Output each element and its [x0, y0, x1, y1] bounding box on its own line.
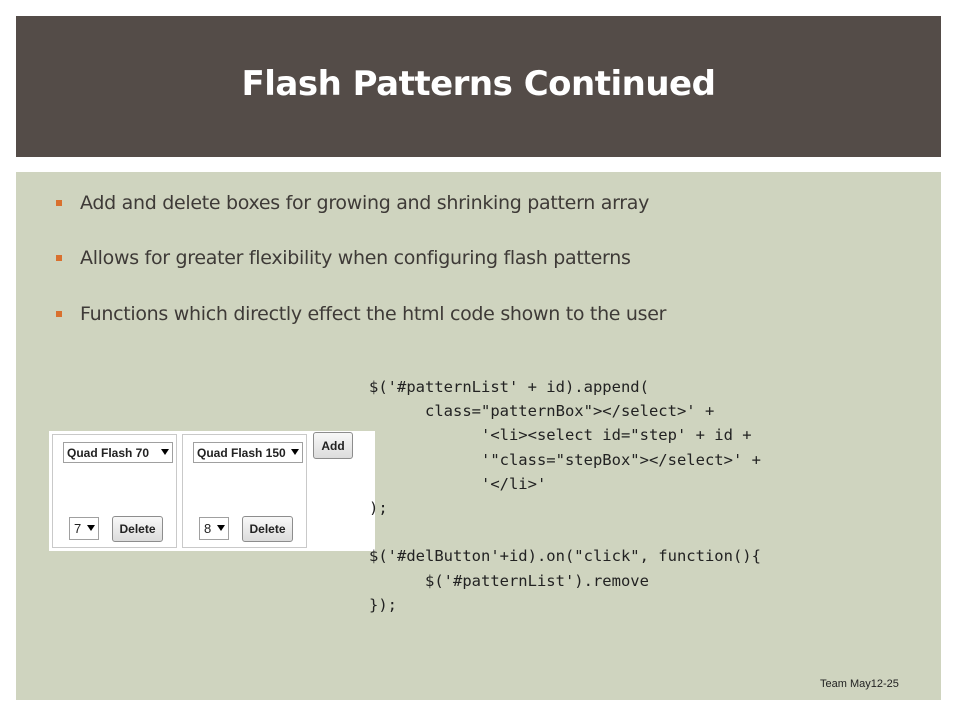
- bullet-item: Functions which directly effect the html…: [56, 301, 666, 327]
- step-select-value: 8: [204, 521, 212, 536]
- step-select[interactable]: 7: [69, 517, 99, 540]
- bullet-marker-icon: [56, 311, 62, 317]
- add-button[interactable]: Add: [313, 432, 353, 459]
- code-snippet: $('#patternList' + id).append( class="pa…: [369, 378, 761, 614]
- pattern-select[interactable]: Quad Flash 70: [63, 442, 173, 463]
- bullet-item: Allows for greater flexibility when conf…: [56, 245, 631, 271]
- step-select[interactable]: 8: [199, 517, 229, 540]
- chevron-down-icon: [217, 525, 225, 531]
- title-bar: Flash Patterns Continued: [16, 16, 941, 157]
- bullet-text: Allows for greater flexibility when conf…: [80, 247, 631, 269]
- bullet-marker-icon: [56, 255, 62, 261]
- delete-button[interactable]: Delete: [112, 516, 163, 542]
- pattern-editor-screenshot: Quad Flash 70 7 Delete Quad Flash 150 8 …: [49, 431, 375, 551]
- step-select-value: 7: [74, 521, 82, 536]
- bullet-marker-icon: [56, 200, 62, 206]
- pattern-card: Quad Flash 70 7 Delete: [52, 434, 177, 548]
- chevron-down-icon: [87, 525, 95, 531]
- pattern-select[interactable]: Quad Flash 150: [193, 442, 303, 463]
- slide-title: Flash Patterns Continued: [241, 64, 716, 104]
- bullet-text: Functions which directly effect the html…: [80, 303, 667, 325]
- delete-button[interactable]: Delete: [242, 516, 293, 542]
- bullet-text: Add and delete boxes for growing and shr…: [80, 192, 650, 214]
- bullet-item: Add and delete boxes for growing and shr…: [56, 190, 649, 216]
- footer-label: Team May12-25: [820, 678, 899, 690]
- pattern-select-value: Quad Flash 70: [67, 445, 150, 460]
- chevron-down-icon: [291, 449, 299, 455]
- pattern-select-value: Quad Flash 150: [197, 445, 286, 460]
- pattern-card: Quad Flash 150 8 Delete: [182, 434, 307, 548]
- chevron-down-icon: [161, 449, 169, 455]
- content-panel: Add and delete boxes for growing and shr…: [16, 172, 941, 700]
